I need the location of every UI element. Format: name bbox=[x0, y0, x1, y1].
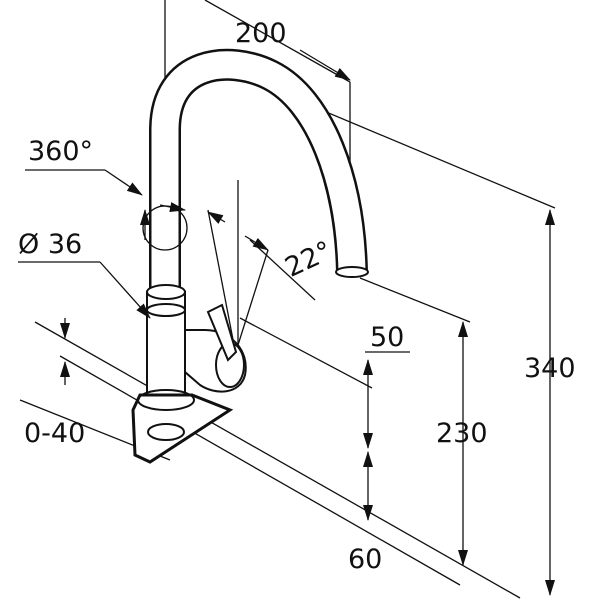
label-rotation: 360° bbox=[28, 136, 93, 167]
label-spout-height: 230 bbox=[436, 418, 488, 449]
dimension-lines bbox=[18, 49, 555, 596]
label-deck-thickness: 0-40 bbox=[24, 418, 85, 449]
label-offset-50: 50 bbox=[370, 322, 404, 353]
label-spout-reach: 200 bbox=[235, 18, 287, 49]
faucet-body bbox=[131, 284, 247, 464]
worktop-lines bbox=[19, 321, 521, 599]
label-total-height: 340 bbox=[524, 353, 576, 384]
faucet-spout bbox=[142, 48, 369, 300]
label-base-height: 60 bbox=[348, 544, 382, 575]
label-diameter: Ø 36 bbox=[18, 229, 82, 260]
